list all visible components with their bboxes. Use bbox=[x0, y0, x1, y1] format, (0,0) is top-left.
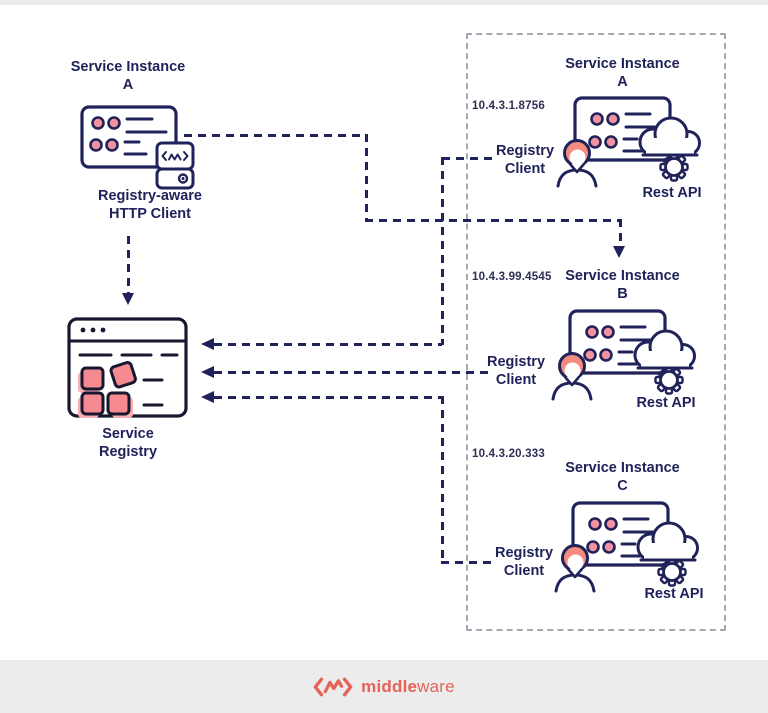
instance-a-registry-client-label: Registry Client bbox=[495, 143, 555, 177]
instances-cluster-box bbox=[466, 33, 726, 631]
instance-b-registry-client-label: Registry Client bbox=[486, 354, 546, 388]
footer-bar: middleware bbox=[0, 660, 768, 713]
registry-line-c bbox=[441, 561, 492, 564]
registry-line-c bbox=[441, 396, 444, 563]
instance-c-title: Service Instance C bbox=[565, 460, 680, 494]
registry-line-a bbox=[441, 157, 444, 345]
instance-c-ip: 10.4.3.20.333 bbox=[472, 448, 545, 460]
instance-b-icon-cluster bbox=[551, 309, 697, 401]
registry-line-a bbox=[214, 343, 442, 346]
instance-c-rest-api-label: Rest API bbox=[644, 586, 704, 602]
instance-a-ip: 10.4.3.1.8756 bbox=[472, 100, 545, 112]
instance-b-rest-api-label: Rest API bbox=[636, 395, 696, 411]
client-to-registry-line bbox=[127, 236, 130, 294]
instance-c-registry-client-label: Registry Client bbox=[494, 545, 554, 579]
route-line bbox=[184, 134, 368, 137]
route-arrowhead-instance-b bbox=[613, 246, 625, 258]
instance-b-title: Service Instance B bbox=[565, 268, 680, 302]
middleware-logo-icon bbox=[313, 677, 353, 696]
middleware-wordmark: middleware bbox=[361, 676, 455, 696]
route-line bbox=[365, 219, 622, 222]
instance-b-ip: 10.4.3.99.4545 bbox=[472, 271, 552, 283]
registry-arrowhead-b bbox=[201, 366, 214, 378]
http-client-label: Registry-aware HTTP Client bbox=[98, 188, 202, 222]
top-strip bbox=[0, 0, 768, 5]
registry-arrowhead-a bbox=[201, 338, 214, 350]
registry-arrowhead-c bbox=[201, 391, 214, 403]
instance-c-icon-cluster bbox=[554, 501, 700, 593]
route-line bbox=[365, 134, 368, 222]
service-registry-icon bbox=[67, 317, 188, 418]
http-client-module-icon bbox=[155, 141, 195, 190]
instance-a-title: Service Instance A bbox=[565, 56, 680, 90]
service-registry-label: Service Registry bbox=[98, 426, 158, 460]
left-instance-title: Service Instance A bbox=[70, 59, 186, 93]
registry-line-b bbox=[214, 371, 488, 374]
registry-aware-http-client-icon bbox=[80, 105, 195, 190]
registry-entries-icon bbox=[78, 361, 137, 418]
registry-line-c bbox=[214, 396, 442, 399]
registry-line-a bbox=[442, 157, 492, 160]
instance-a-icon-cluster bbox=[556, 96, 702, 188]
instance-a-rest-api-label: Rest API bbox=[642, 185, 702, 201]
client-to-registry-arrowhead bbox=[122, 293, 134, 305]
route-line bbox=[619, 219, 622, 248]
